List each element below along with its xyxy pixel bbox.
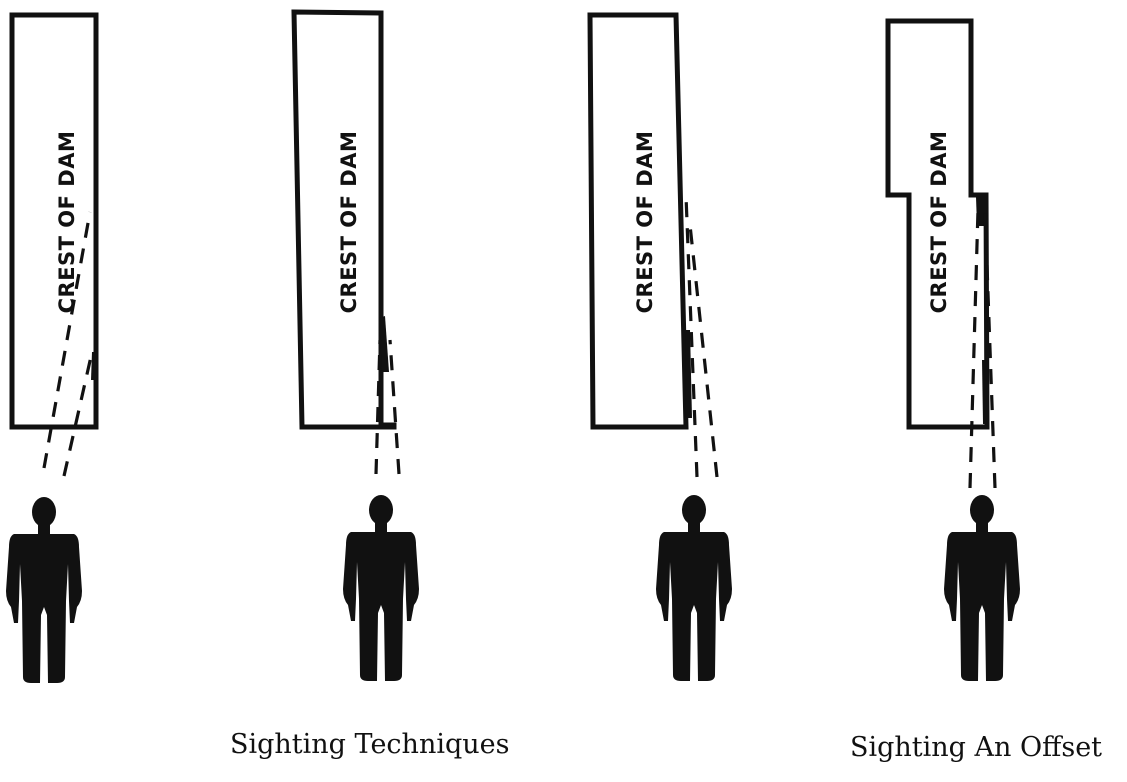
sight-line-left [374,339,382,475]
sight-mark [982,360,988,424]
sight-line-right [62,351,94,477]
crest-label: CREST OF DAM [337,131,361,314]
sight-line-right [688,224,719,478]
caption-sighting-techniques: Sighting Techniques [230,729,509,760]
observer-person-icon [944,495,1020,681]
crest-label: CREST OF DAM [55,131,79,314]
sight-line-left [968,209,980,489]
sight-line-right [983,209,997,489]
caption-sighting-an-offset: Sighting An Offset [850,732,1102,763]
sight-line-left [684,195,699,478]
observer-person-icon [343,495,419,681]
crest-label: CREST OF DAM [927,131,951,314]
observer-person-icon [656,495,732,681]
dam-crest-outline [885,18,990,430]
sight-mark [379,316,389,372]
dam-crest-outline [587,12,689,430]
dam-diagram-2: CREST OF DAM [291,9,419,681]
dam-diagram-4: CREST OF DAM [885,18,1020,681]
dam-diagram-3: CREST OF DAM [587,12,732,681]
crest-label: CREST OF DAM [633,131,657,314]
sight-line-left [42,211,92,469]
observer-person-icon [6,497,82,683]
dam-crest-outline [291,9,397,430]
sight-line-right [388,339,401,475]
sight-mark [91,352,98,380]
dam-crest-outline [9,12,99,430]
dam-diagram-1: CREST OF DAM [6,12,99,683]
sight-mark [685,330,692,418]
